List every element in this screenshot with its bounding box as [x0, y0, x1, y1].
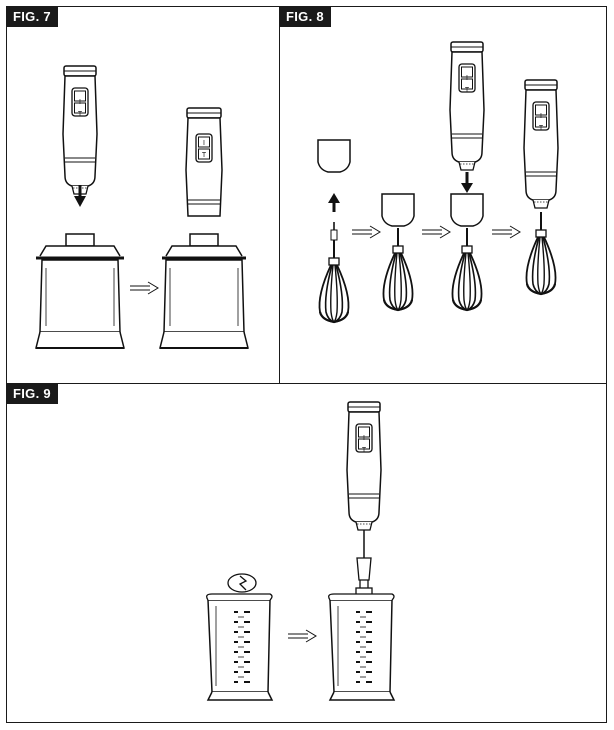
fig8-arrow-1 — [351, 225, 381, 239]
figure-9-panel: FIG. 9 — [6, 383, 607, 723]
fig9-right-arrow — [287, 629, 317, 643]
fig7-chopper-bowl-left — [35, 259, 125, 349]
fig8-arrow-2 — [421, 225, 451, 239]
fig9-button-top-label: I — [363, 435, 365, 442]
fig7-button-bottom-label: T — [78, 111, 83, 118]
figure-7-label: FIG. 7 — [7, 7, 58, 27]
fig8-up-arrow — [328, 193, 340, 212]
fig8-blender-detached — [449, 41, 485, 171]
figure-9-label: FIG. 9 — [7, 384, 58, 404]
fig7-button-top-label: I — [79, 99, 81, 106]
fig7-assembled-button-bottom-label: T — [202, 152, 207, 159]
fig8-assembled-button-bottom-label: T — [539, 125, 544, 132]
fig8-down-arrow — [461, 172, 473, 193]
fig8-whisk-with-adapter-2 — [450, 193, 484, 312]
fig7-right-arrow — [129, 281, 159, 295]
fig8-button-top-label: I — [466, 75, 468, 82]
fig8-arrow-3 — [491, 225, 521, 239]
fig7-assembled-chopper — [159, 107, 249, 349]
fig8-button-bottom-label: T — [465, 87, 470, 94]
fig7-down-arrow — [74, 185, 86, 207]
fig8-whisk-with-adapter — [381, 193, 415, 312]
fig7-chopper-lid-coupling — [36, 233, 124, 260]
figure-8-label: FIG. 8 — [280, 7, 331, 27]
fig9-button-bottom-label: T — [362, 447, 367, 454]
fig7-blender-detached — [62, 65, 98, 195]
fig8-whisk-bare — [318, 222, 350, 324]
fig9-blender-with-shaft — [346, 401, 382, 599]
fig8-assembled-button-top-label: I — [540, 113, 542, 120]
fig9-beaker-with-food — [205, 573, 273, 701]
fig8-adapter-lifted — [317, 139, 351, 173]
fig7-assembled-button-top-label: I — [203, 140, 205, 147]
fig9-beaker-blending — [327, 593, 395, 701]
